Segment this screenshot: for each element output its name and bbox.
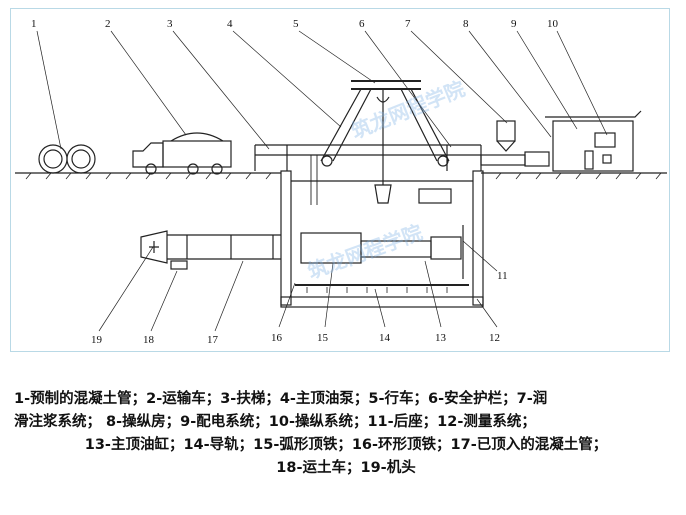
legend-line-1: 1-预制的混凝土管；2-运输车；3-扶梯；4-主顶油泵；5-行车；6-安全护栏；… [14,391,548,407]
callout-7: 7 [405,18,411,30]
working-shaft [280,170,484,308]
gantry-crane [320,80,450,204]
ground-hatch [25,172,662,180]
callout-16: 16 [271,332,283,344]
callout-2: 2 [105,18,111,30]
muck-cart [170,260,188,270]
ladder [310,155,318,205]
callout-labels: 1 2 3 4 5 6 7 8 9 10 11 12 13 14 15 16 1… [31,18,559,346]
control-console [418,188,452,204]
jacked-in-pipes [167,234,281,260]
precast-concrete-pipes [38,144,96,174]
jacking-assembly [300,225,464,279]
callout-14: 14 [379,332,391,344]
callout-5: 5 [293,18,299,30]
callout-11: 11 [497,270,508,282]
operating-house [545,110,642,172]
callout-1: 1 [31,18,37,30]
diagram-panel: 筑龙网程学院 筑龙网程学院 1 2 3 4 5 6 7 8 9 10 11 12… [10,8,670,352]
transport-truck [132,132,232,175]
callout-12: 12 [489,332,500,344]
machine-head [140,230,168,264]
legend-line-3: 13-主顶油缸；14-导轨；15-弧形顶铁；16-环形顶铁；17-已顶入的混凝土… [84,437,608,453]
pipe-jacking-diagram: 筑龙网程学院 筑龙网程学院 1 2 3 4 5 6 7 8 9 10 11 12… [15,18,667,346]
callout-8: 8 [463,18,469,30]
callout-6: 6 [359,18,365,30]
leader-lines [36,30,608,332]
callout-4: 4 [227,18,233,30]
callout-13: 13 [435,332,447,344]
figure-legend: 1-预制的混凝土管；2-运输车；3-扶梯；4-主顶油泵；5-行车；6-安全护栏；… [14,388,678,480]
callout-18: 18 [143,334,155,346]
callout-10: 10 [547,18,559,30]
lubrication-grouting-system [480,120,550,167]
callout-3: 3 [167,18,173,30]
watermark-top: 筑龙网程学院 [348,76,468,143]
rail-sleepers [306,287,448,293]
callout-19: 19 [91,334,103,346]
watermark-middle: 筑龙网程学院 [305,220,426,284]
legend-line-2: 滑注浆系统； 8-操纵房；9-配电系统；10-操纵系统；11-后座；12-测量系… [14,414,536,430]
callout-17: 17 [207,334,219,346]
callout-9: 9 [511,18,517,30]
callout-15: 15 [317,332,329,344]
legend-line-4: 18-运土车；19-机头 [276,460,416,476]
